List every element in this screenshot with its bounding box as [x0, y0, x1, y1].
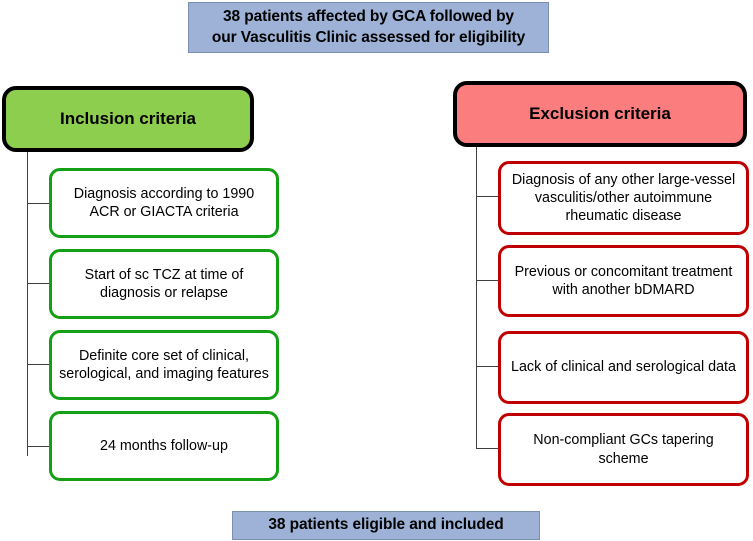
top-banner-line-1: 38 patients affected by GCA followed by [223, 7, 514, 25]
inclusion-criteria-header: Inclusion criteria [2, 86, 254, 152]
exclusion-branch-line-3 [476, 366, 498, 367]
exclusion-item-3-label: Lack of clinical and serological data [511, 359, 736, 376]
exclusion-item-2-label: Previous or concomitant treatment with a… [514, 263, 733, 298]
bottom-banner-label: 38 patients eligible and included [268, 516, 504, 534]
inclusion-item-1: Diagnosis according to 1990 ACR or GIACT… [49, 168, 279, 238]
exclusion-item-1-label: Diagnosis of any other large-vessel vasc… [511, 171, 736, 225]
exclusion-item-4: Non-compliant GCs tapering scheme [498, 413, 749, 486]
exclusion-criteria-header-label: Exclusion criteria [529, 104, 671, 123]
inclusion-trunk-line [27, 152, 28, 456]
exclusion-branch-line-4 [476, 448, 498, 449]
inclusion-item-3: Definite core set of clinical, serologic… [49, 330, 279, 400]
inclusion-item-4: 24 months follow-up [49, 411, 279, 481]
exclusion-trunk-line [476, 147, 477, 448]
inclusion-criteria-header-label: Inclusion criteria [59, 109, 197, 128]
inclusion-branch-line-1 [27, 203, 49, 204]
inclusion-item-1-label: Diagnosis according to 1990 ACR or GIACT… [73, 185, 255, 220]
exclusion-criteria-header: Exclusion criteria [453, 81, 747, 147]
exclusion-item-3: Lack of clinical and serological data [498, 331, 749, 404]
inclusion-item-4-label: 24 months follow-up [100, 437, 228, 454]
exclusion-item-2: Previous or concomitant treatment with a… [498, 245, 749, 317]
exclusion-branch-line-2 [476, 280, 498, 281]
inclusion-item-2: Start of sc TCZ at time of diagnosis or … [49, 249, 279, 319]
exclusion-branch-line-1 [476, 196, 498, 197]
exclusion-item-4-label: Non-compliant GCs tapering scheme [533, 432, 714, 467]
inclusion-item-2-label: Start of sc TCZ at time of diagnosis or … [84, 266, 244, 301]
top-banner-line-2: our Vasculitis Clinic assessed for eligi… [211, 28, 526, 46]
inclusion-item-3-label: Definite core set of clinical, serologic… [59, 347, 269, 382]
exclusion-item-1: Diagnosis of any other large-vessel vasc… [498, 161, 749, 235]
inclusion-branch-line-4 [27, 446, 49, 447]
inclusion-branch-line-2 [27, 283, 49, 284]
top-summary-banner: 38 patients affected by GCA followed by … [188, 2, 549, 53]
inclusion-branch-line-3 [27, 364, 49, 365]
bottom-summary-banner: 38 patients eligible and included [232, 511, 540, 540]
